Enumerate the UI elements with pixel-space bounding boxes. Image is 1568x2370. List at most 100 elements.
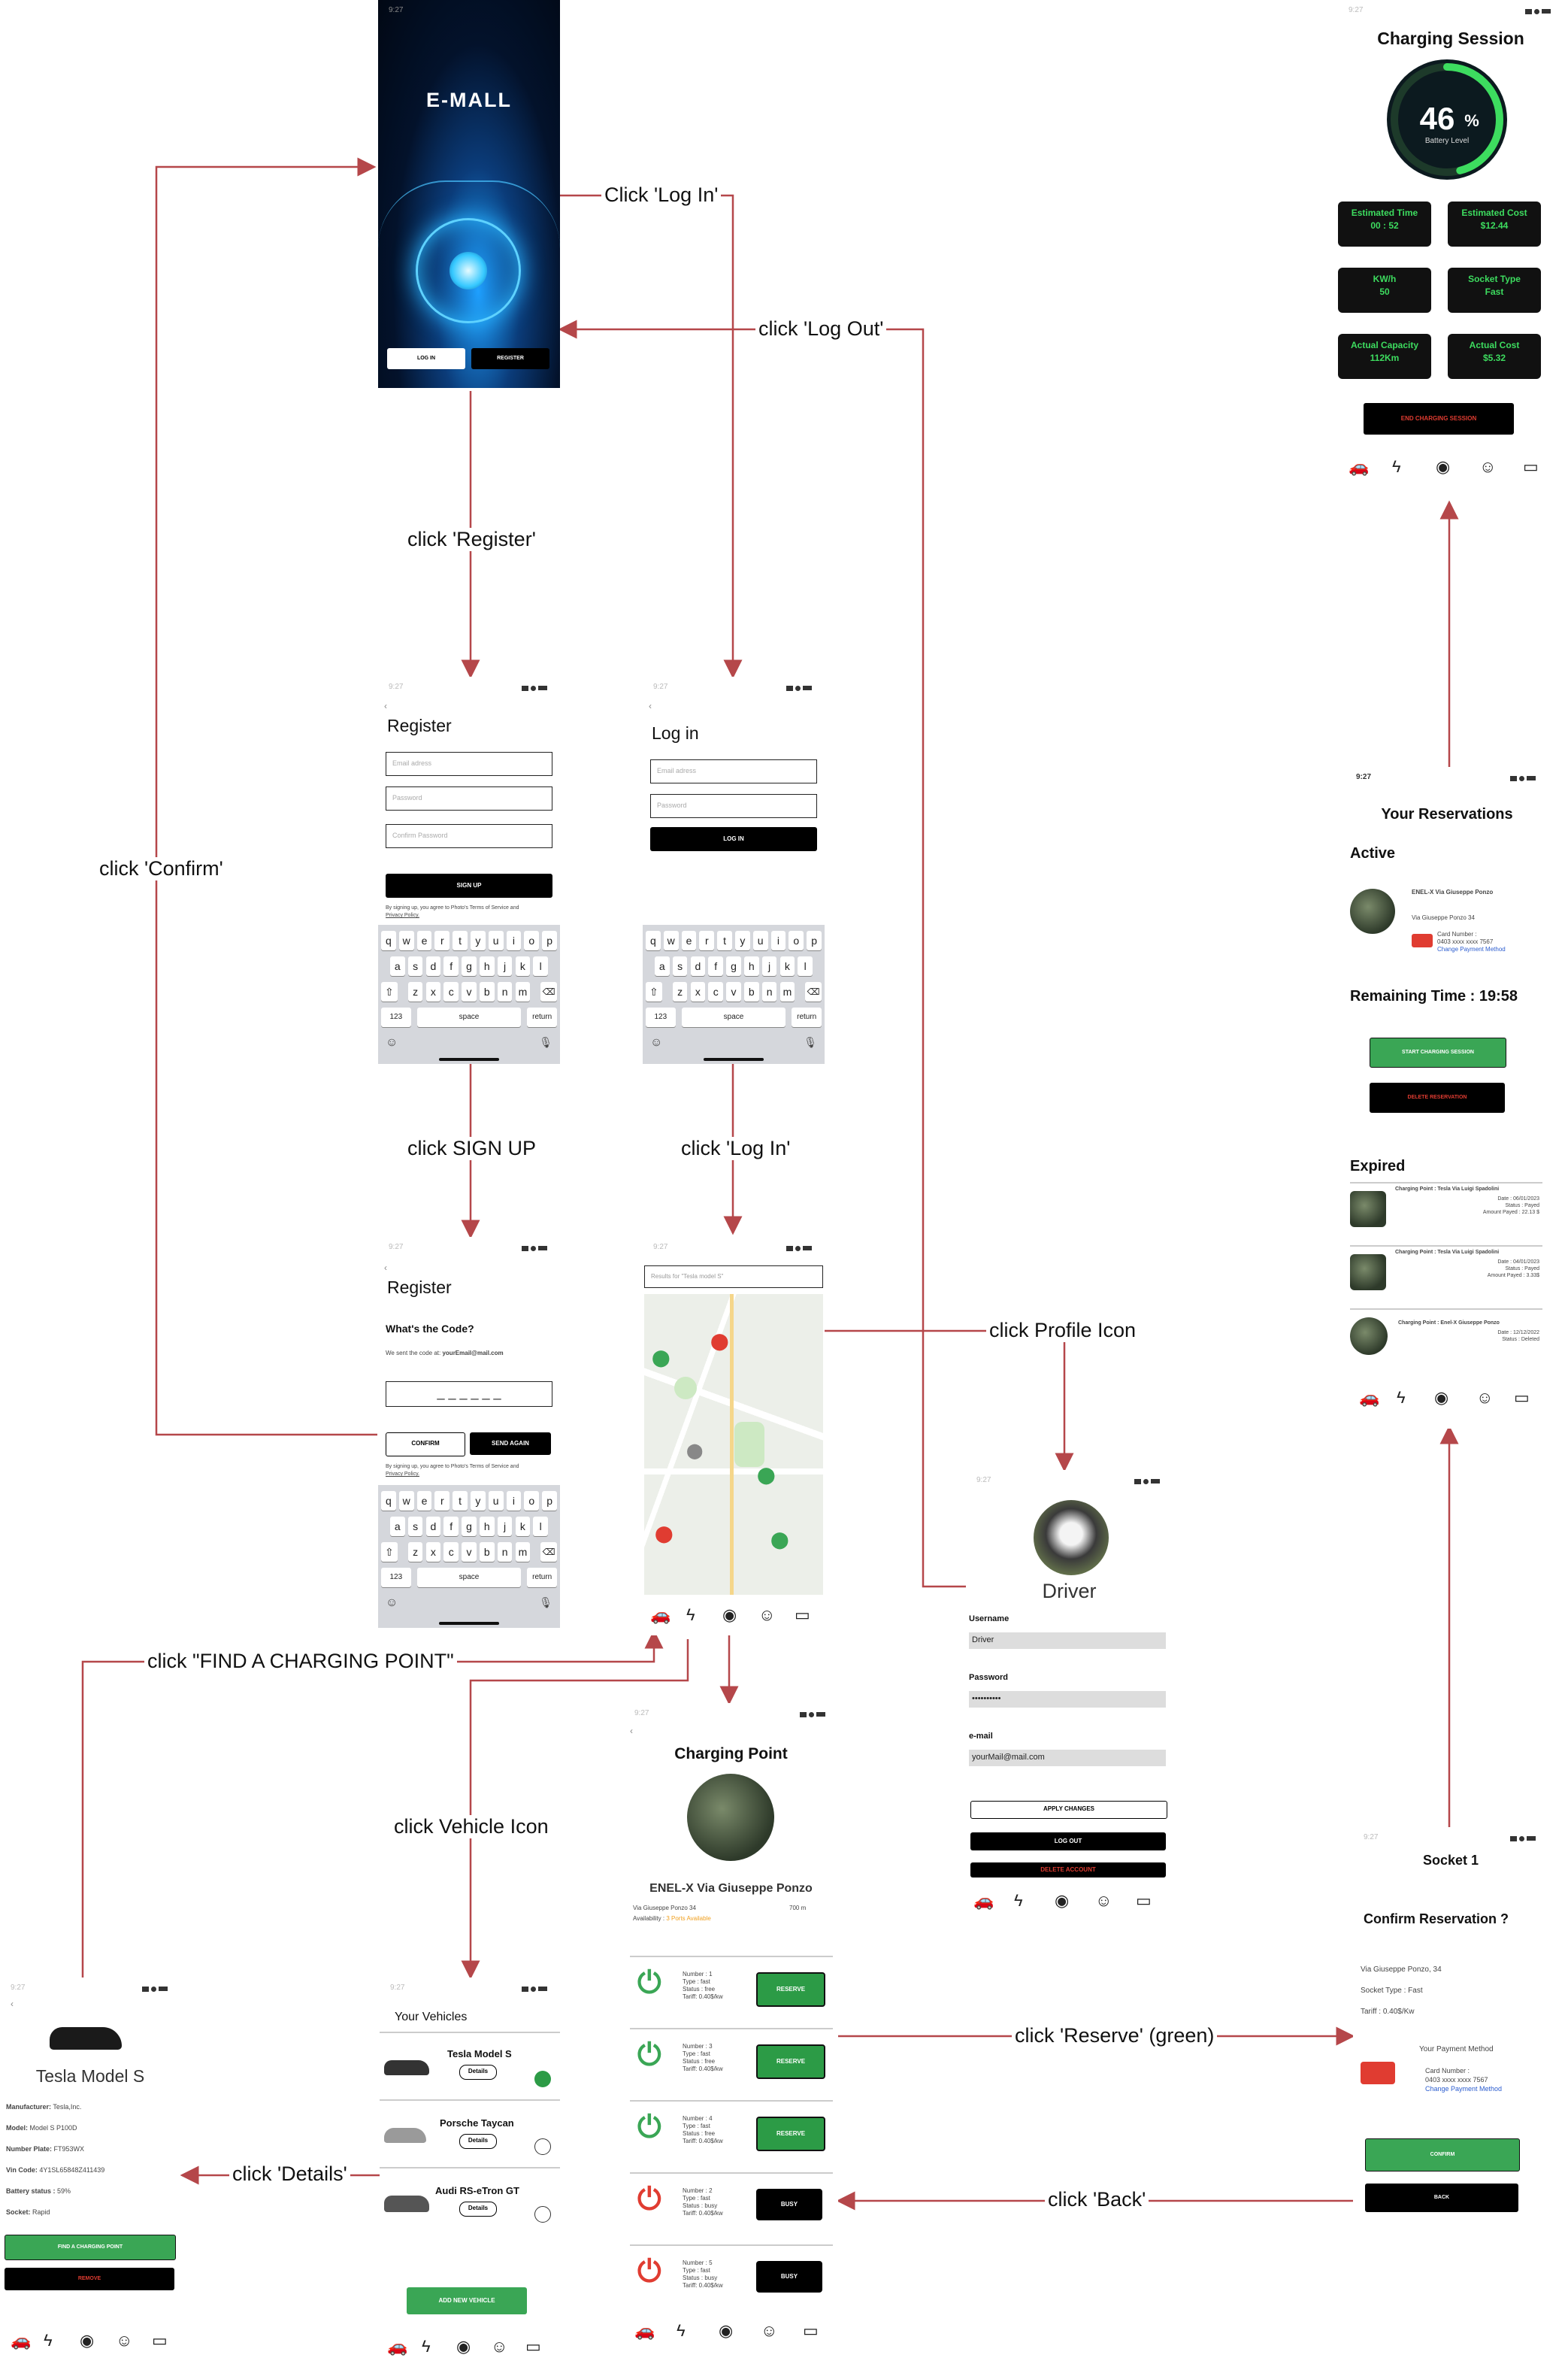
pin-icon[interactable]: ◉ xyxy=(1436,457,1451,476)
card-icon[interactable]: ▭ xyxy=(1523,457,1539,476)
delete-account-button[interactable]: DELETE ACCOUNT xyxy=(970,1862,1166,1878)
vehicle-row[interactable]: Audi RS-eTron GT Details xyxy=(380,2167,560,2236)
key-s[interactable]: s xyxy=(407,1517,423,1536)
key-y[interactable]: y xyxy=(471,1491,486,1511)
confirm-button[interactable]: CONFIRM xyxy=(386,1432,465,1456)
reserve-button[interactable]: RESERVE xyxy=(756,2117,825,2151)
key-a[interactable]: a xyxy=(389,1517,405,1536)
numbers-key[interactable]: 123 xyxy=(381,1008,411,1027)
key-k[interactable]: k xyxy=(515,956,531,976)
key-l[interactable]: l xyxy=(798,956,813,976)
key-e[interactable]: e xyxy=(416,931,432,950)
key-x[interactable]: x xyxy=(425,982,441,1002)
card-icon[interactable]: ▭ xyxy=(525,2337,541,2356)
key-j[interactable]: j xyxy=(497,956,513,976)
key-p[interactable]: p xyxy=(542,931,557,950)
privacy-link[interactable]: Privacy Policy. xyxy=(386,1471,419,1477)
login-button[interactable]: LOG IN xyxy=(387,348,465,369)
key-m[interactable]: m xyxy=(779,982,795,1002)
key-w[interactable]: w xyxy=(398,931,414,950)
key-f[interactable]: f xyxy=(443,1517,459,1536)
key-e[interactable]: e xyxy=(681,931,697,950)
username-input[interactable]: Driver xyxy=(969,1632,1166,1649)
key-u[interactable]: u xyxy=(752,931,768,950)
confirm-password-field[interactable]: Confirm Password xyxy=(386,824,552,848)
key-n[interactable]: n xyxy=(497,982,513,1002)
numbers-key[interactable]: 123 xyxy=(646,1008,676,1027)
radio[interactable] xyxy=(534,2138,551,2155)
user-icon[interactable]: ☺ xyxy=(116,2331,133,2350)
pin-icon[interactable]: ◉ xyxy=(722,1605,737,1624)
back-button[interactable]: BACK xyxy=(1365,2184,1518,2212)
delete-reservation-button[interactable]: DELETE RESERVATION xyxy=(1370,1083,1505,1113)
key-v[interactable]: v xyxy=(726,982,741,1002)
key-k[interactable]: k xyxy=(779,956,795,976)
pin-icon[interactable]: ◉ xyxy=(1055,1891,1070,1910)
user-icon[interactable]: ☺ xyxy=(1476,1388,1494,1407)
key-j[interactable]: j xyxy=(497,1517,513,1536)
key-q[interactable]: q xyxy=(381,931,396,950)
car-icon[interactable]: 🚗 xyxy=(1349,457,1370,476)
key-i[interactable]: i xyxy=(506,1491,522,1511)
car-icon[interactable]: 🚗 xyxy=(387,2337,408,2356)
return-key[interactable]: return xyxy=(527,1568,557,1587)
key-d[interactable]: d xyxy=(425,1517,441,1536)
car-icon[interactable]: 🚗 xyxy=(973,1891,994,1910)
pin-icon[interactable]: ◉ xyxy=(1434,1388,1449,1407)
details-button[interactable]: Details xyxy=(459,2202,497,2217)
details-button[interactable]: Details xyxy=(459,2134,497,2149)
bolt-icon[interactable]: ϟ xyxy=(1397,1388,1406,1407)
key-q[interactable]: q xyxy=(646,931,661,950)
shift-key[interactable]: ⇧ xyxy=(381,982,398,1002)
delete-key[interactable]: ⌫ xyxy=(540,1542,557,1562)
email-field[interactable]: Email adress xyxy=(386,752,552,776)
password-input[interactable]: •••••••••• xyxy=(969,1691,1166,1708)
expired-item[interactable]: Charging Point : Enel-X Giuseppe Ponzo D… xyxy=(1350,1308,1542,1365)
key-x[interactable]: x xyxy=(425,1542,441,1562)
key-u[interactable]: u xyxy=(488,931,504,950)
key-n[interactable]: n xyxy=(497,1542,513,1562)
key-g[interactable]: g xyxy=(726,956,741,976)
key-v[interactable]: v xyxy=(462,1542,477,1562)
delete-key[interactable]: ⌫ xyxy=(805,982,822,1002)
shift-key[interactable]: ⇧ xyxy=(381,1542,398,1562)
key-h[interactable]: h xyxy=(479,1517,495,1536)
key-o[interactable]: o xyxy=(524,931,540,950)
bolt-icon[interactable]: ϟ xyxy=(1392,457,1401,476)
password-field[interactable]: Password xyxy=(650,794,817,818)
bolt-icon[interactable]: ϟ xyxy=(677,2321,686,2340)
pin-icon[interactable]: ◉ xyxy=(719,2321,734,2340)
car-icon[interactable]: 🚗 xyxy=(1359,1388,1380,1407)
remove-button[interactable]: REMOVE xyxy=(5,2268,174,2290)
selected-radio[interactable] xyxy=(534,2071,551,2087)
space-key[interactable]: space xyxy=(416,1008,522,1027)
busy-button[interactable]: BUSY xyxy=(756,2261,822,2293)
emoji-icon[interactable]: ☺ xyxy=(386,1596,398,1609)
key-i[interactable]: i xyxy=(770,931,786,950)
key-c[interactable]: c xyxy=(708,982,724,1002)
bolt-icon[interactable]: ϟ xyxy=(44,2331,53,2350)
key-h[interactable]: h xyxy=(479,956,495,976)
key-h[interactable]: h xyxy=(743,956,759,976)
car-icon[interactable]: 🚗 xyxy=(650,1605,671,1624)
key-c[interactable]: c xyxy=(443,982,459,1002)
car-icon[interactable]: 🚗 xyxy=(634,2321,655,2340)
card-icon[interactable]: ▭ xyxy=(795,1605,810,1624)
key-k[interactable]: k xyxy=(515,1517,531,1536)
key-x[interactable]: x xyxy=(690,982,706,1002)
key-f[interactable]: f xyxy=(443,956,459,976)
mic-icon[interactable]: 🎙 xyxy=(539,1596,552,1608)
charging-pin-icon[interactable]: ⬤ xyxy=(652,1348,670,1367)
key-z[interactable]: z xyxy=(672,982,688,1002)
apply-changes-button[interactable]: APPLY CHANGES xyxy=(970,1801,1167,1819)
bolt-icon[interactable]: ϟ xyxy=(1014,1891,1023,1910)
key-p[interactable]: p xyxy=(542,1491,557,1511)
send-again-button[interactable]: SEND AGAIN xyxy=(470,1432,551,1455)
key-r[interactable]: r xyxy=(434,1491,450,1511)
key-b[interactable]: b xyxy=(479,982,495,1002)
key-w[interactable]: w xyxy=(398,1491,414,1511)
find-charging-point-button[interactable]: FIND A CHARGING POINT xyxy=(5,2235,176,2260)
back-icon[interactable]: ‹ xyxy=(384,1262,387,1273)
charging-pin-icon[interactable]: ⬤ xyxy=(686,1443,704,1459)
delete-key[interactable]: ⌫ xyxy=(540,982,557,1002)
